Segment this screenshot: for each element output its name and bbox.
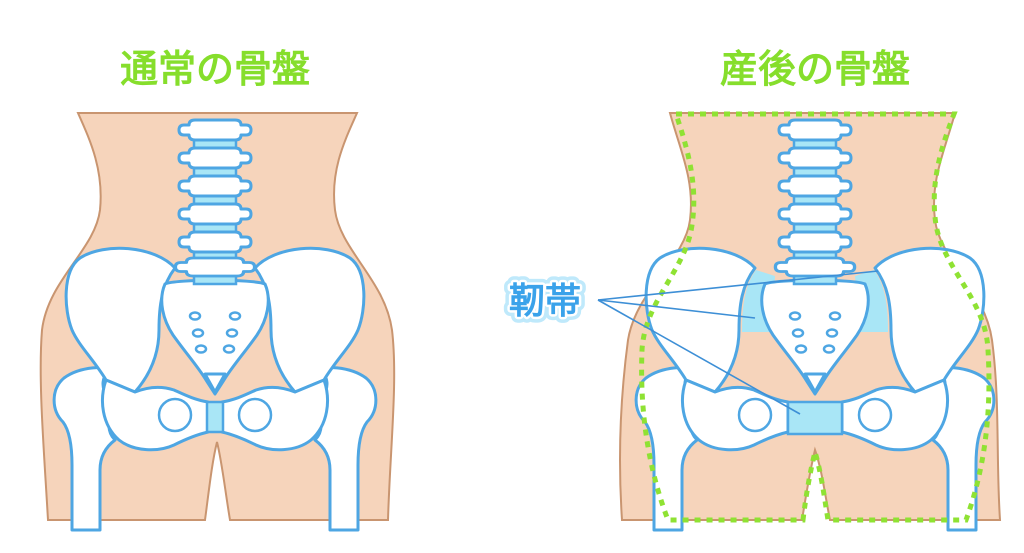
normal-pelvis-title: 通常の骨盤 xyxy=(120,47,310,91)
sacral-foramina xyxy=(788,311,842,354)
vertebra xyxy=(177,146,253,170)
vertebra xyxy=(177,174,253,198)
vertebra xyxy=(777,174,853,198)
vertebra xyxy=(777,230,853,254)
vertebra xyxy=(177,230,253,254)
ligament-annotation: 靭帯 靭帯 xyxy=(503,270,879,415)
pointer-line xyxy=(597,299,801,415)
vertebra xyxy=(777,146,853,170)
pointer-line xyxy=(597,270,879,301)
left-obturator-foramen xyxy=(737,397,773,433)
pubic-symphysis xyxy=(786,400,844,436)
vertebra xyxy=(777,118,853,142)
pointer-line xyxy=(597,299,756,319)
postpartum-pelvis-panel: 産後の骨盤 xyxy=(619,47,1002,532)
coccyx xyxy=(803,372,827,394)
vertebra xyxy=(177,118,253,142)
ligament-label-glow: 靭帯 xyxy=(509,281,581,322)
pubic-symphysis xyxy=(205,400,225,434)
right-obturator-foramen xyxy=(237,397,273,433)
postpartum-pelvis-title: 産後の骨盤 xyxy=(720,47,910,91)
normal-pelvis-panel: 通常の骨盤 xyxy=(39,47,396,532)
widened-hip-outline xyxy=(639,111,992,523)
coccyx xyxy=(203,372,227,394)
ligament-label: 靭帯 xyxy=(509,281,581,322)
sacral-foramina xyxy=(188,311,242,354)
vertebra xyxy=(177,202,253,226)
vertebra xyxy=(173,256,257,278)
vertebra xyxy=(777,202,853,226)
right-obturator-foramen xyxy=(857,397,893,433)
vertebra xyxy=(773,256,857,278)
left-obturator-foramen xyxy=(157,397,193,433)
